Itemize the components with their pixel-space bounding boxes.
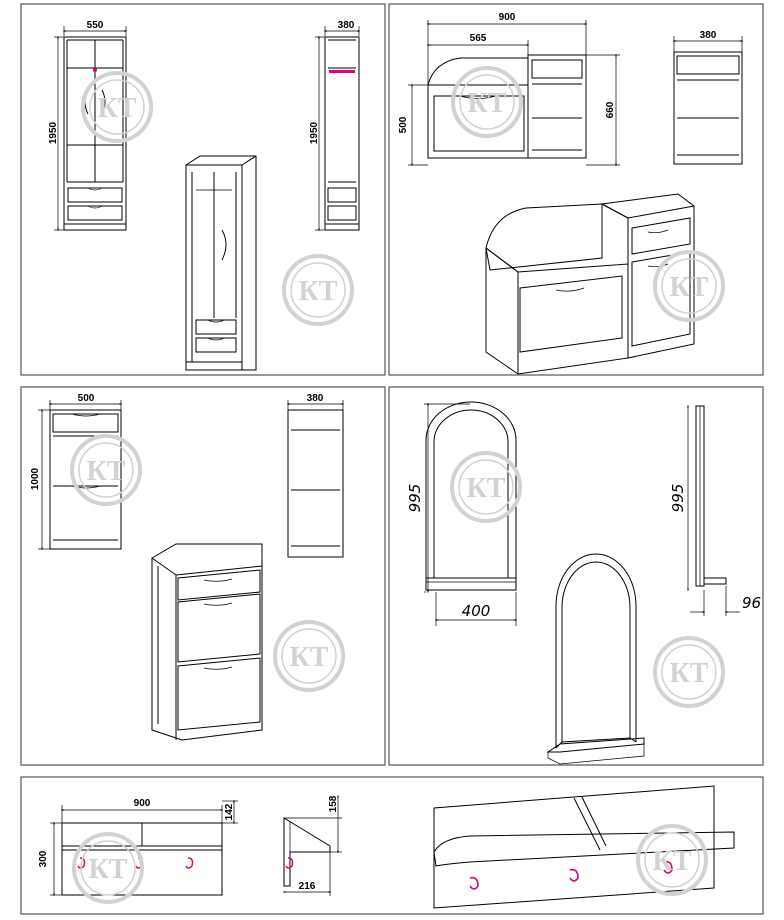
shoe-cabinet-perspective [151, 543, 263, 741]
dim-hanger-width: 900 [134, 798, 151, 809]
watermark-logo: КТ [81, 71, 153, 143]
svg-text:КТ: КТ [468, 88, 507, 119]
dim-wardrobe-depth: 380 [338, 20, 355, 31]
panel-shoe-cabinet: 500 1000 380 [20, 386, 386, 766]
watermark-logo: КТ [273, 620, 345, 692]
dim-wardrobe-side-height: 1950 [309, 121, 320, 144]
wardrobe-side-view: 380 1950 [309, 20, 361, 232]
dim-bench-seat-height: 500 [398, 116, 409, 133]
dim-bench-seat-width: 565 [470, 33, 487, 44]
dim-cabinet-height: 1000 [30, 467, 41, 490]
hanger-perspective [433, 785, 735, 909]
dim-mirror-height: 995 [406, 484, 424, 513]
watermark-logo: КТ [636, 824, 708, 896]
watermark-logo: КТ [451, 66, 523, 138]
watermark-logo: КТ [653, 250, 725, 322]
svg-text:КТ: КТ [299, 276, 338, 307]
dim-bench-total-height: 660 [605, 101, 616, 118]
svg-text:КТ: КТ [87, 456, 126, 487]
panel-hanger: 900 142 300 158 216 [20, 776, 764, 915]
dim-hanger-depth: 216 [299, 881, 316, 892]
watermark-logo: КТ [450, 451, 522, 523]
watermark-logo: КТ [282, 254, 354, 326]
dim-wardrobe-width: 550 [87, 20, 104, 31]
shoe-cabinet-front-view: 500 1000 [30, 393, 123, 551]
mirror-perspective [546, 553, 645, 765]
svg-text:КТ: КТ [467, 473, 506, 504]
dim-bench-total-width: 900 [499, 12, 516, 23]
dim-mirror-width: 400 [462, 602, 491, 620]
svg-text:КТ: КТ [89, 854, 128, 885]
shoe-bench-front-view: 900 565 500 660 [398, 12, 620, 167]
shoe-bench-perspective [485, 193, 695, 375]
dim-hanger-height: 300 [38, 850, 49, 867]
dim-cabinet-width: 500 [78, 393, 95, 404]
svg-text:КТ: КТ [98, 93, 137, 124]
shoe-bench-side-view: 380 [672, 30, 744, 165]
panel-wardrobe: 550 1950 380 [20, 3, 386, 376]
dim-wardrobe-height: 1950 [48, 121, 59, 144]
watermark-logo: КТ [653, 636, 725, 708]
dim-mirror-depth: 96 [742, 594, 761, 612]
panel-mirror: 995 400 995 96 КТ [388, 386, 764, 766]
wardrobe-front-view: 550 1950 [48, 20, 128, 232]
dim-cabinet-depth: 380 [307, 393, 324, 404]
watermark-logo: КТ [70, 434, 142, 506]
watermark-logo: КТ [72, 832, 144, 904]
panel-shoe-bench: 900 565 500 660 380 [388, 3, 764, 376]
dim-mirror-side-height: 995 [669, 484, 687, 513]
mirror-front-view: 995 400 [406, 401, 518, 626]
wardrobe-perspective [185, 155, 257, 371]
dim-hanger-side-height: 158 [328, 795, 339, 812]
svg-text:КТ: КТ [290, 642, 329, 673]
dim-hanger-top-height: 142 [224, 803, 235, 820]
dim-bench-depth: 380 [700, 30, 717, 41]
svg-text:КТ: КТ [670, 658, 709, 689]
svg-text:КТ: КТ [653, 846, 692, 877]
svg-text:КТ: КТ [670, 272, 709, 303]
hanger-side-view: 158 216 [282, 794, 342, 896]
mirror-side-view: 995 96 [669, 404, 761, 616]
shoe-cabinet-side-view: 380 [286, 393, 345, 558]
